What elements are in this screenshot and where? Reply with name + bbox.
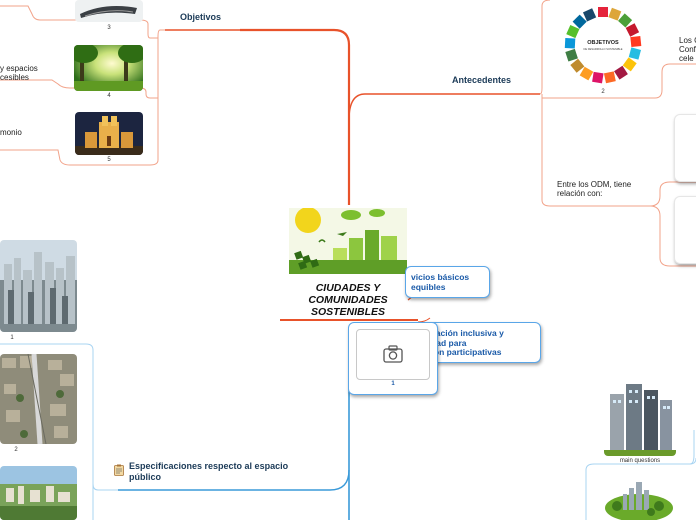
card-servicios-label: vicios básicos equibles (411, 272, 470, 292)
topic-odm-relation[interactable]: Entre los ODM, tiene relación con: (557, 180, 632, 198)
topic-antecedentes[interactable]: Antecedentes (452, 75, 512, 85)
image-4-caption: 4 (107, 93, 111, 99)
topic-especificaciones[interactable]: Especificaciones respecto al espacio púb… (114, 461, 289, 483)
image-main-questions[interactable] (604, 376, 676, 456)
image-city-3[interactable] (0, 466, 77, 520)
image-city-2-graphic (0, 354, 77, 444)
image-main-questions-caption: main questions (619, 458, 661, 464)
image-3-graphic (75, 0, 143, 22)
topic-patrimonio-fragment[interactable]: monio (0, 128, 22, 137)
image-3-caption: 3 (107, 25, 111, 31)
central-node[interactable]: CIUDADES Y COMUNIDADES SOSTENIBLES (289, 207, 407, 318)
right-card-2[interactable] (674, 196, 696, 264)
image-3[interactable] (75, 0, 143, 22)
image-4[interactable] (74, 45, 143, 91)
image-4-park-graphic (74, 45, 143, 91)
svg-text:OBJETIVOS: OBJETIVOS (587, 40, 619, 46)
image-5-caption: 5 (107, 157, 111, 163)
image-city-2-caption: 2 (14, 447, 18, 453)
topic-conferencia-fragment[interactable]: Los C Conf cele (679, 36, 696, 63)
image-city-2[interactable] (0, 354, 77, 444)
image-5-church-graphic (75, 112, 143, 155)
ods-wheel-caption: 2 (601, 89, 605, 95)
camera-icon (383, 345, 403, 363)
topic-espacios-fragment[interactable]: y espacios cesibles (0, 64, 38, 82)
image-main-questions-graphic (604, 376, 676, 456)
ods-wheel-graphic: OBJETIVOS DE DESARROLLO SOSTENIBLE (564, 7, 642, 84)
clipboard-icon (114, 463, 124, 476)
topic-objetivos[interactable]: Objetivos (180, 12, 222, 22)
svg-text:DE DESARROLLO SOSTENIBLE: DE DESARROLLO SOSTENIBLE (583, 47, 622, 51)
image-green-city-graphic (603, 478, 675, 520)
central-title: CIUDADES Y COMUNIDADES SOSTENIBLES (308, 282, 388, 318)
image-placeholder-card[interactable]: 1 (348, 322, 438, 395)
image-placeholder-caption: 1 (391, 381, 395, 387)
topic-especificaciones-label: Especificaciones respecto al espacio púb… (129, 461, 289, 482)
trunk-up (240, 28, 351, 205)
image-placeholder-frame[interactable] (356, 329, 430, 380)
image-green-city[interactable] (603, 478, 675, 520)
ods-wheel-image[interactable]: OBJETIVOS DE DESARROLLO SOSTENIBLE (562, 4, 644, 86)
image-city-1-caption: 1 (10, 335, 14, 341)
image-city-1-graphic (0, 240, 77, 332)
image-5[interactable] (75, 112, 143, 155)
central-city-illustration (289, 207, 407, 274)
branch-antecedentes (348, 93, 540, 121)
right-card-1[interactable] (674, 114, 696, 182)
image-city-1[interactable] (0, 240, 77, 332)
card-servicios-basicos[interactable]: vicios básicos equibles (405, 266, 490, 298)
image-city-3-graphic (0, 466, 77, 520)
